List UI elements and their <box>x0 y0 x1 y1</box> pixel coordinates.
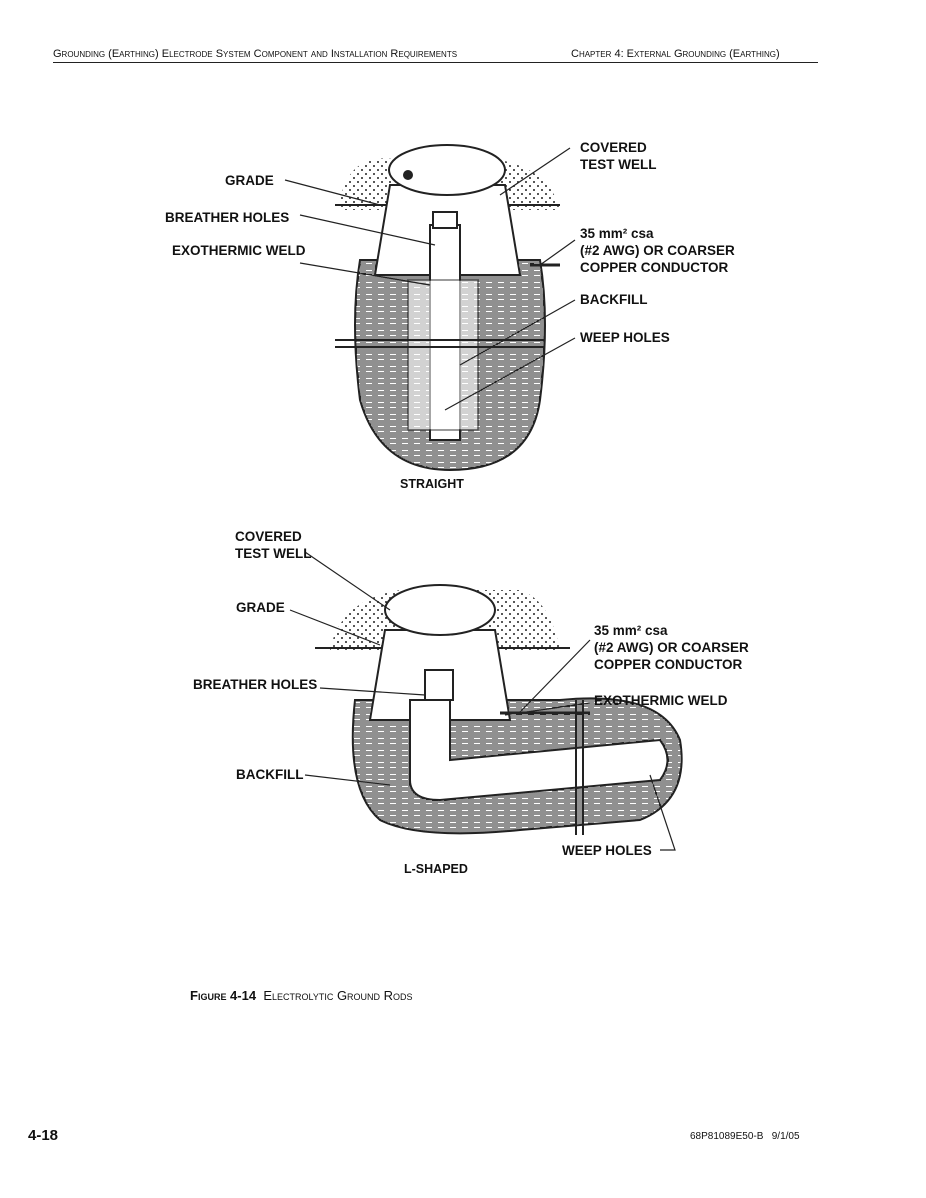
label-breather-holes: BREATHER HOLES <box>165 210 290 225</box>
label-grade: GRADE <box>225 173 274 188</box>
straight-rod-diagram <box>284 144 576 472</box>
label-weep-holes: WEEP HOLES <box>580 330 670 345</box>
label-backfill: BACKFILL <box>580 292 648 307</box>
label-weep-holes-l: WEEP HOLES <box>562 843 652 858</box>
label-backfill-l: BACKFILL <box>236 767 304 782</box>
label-grade-l: GRADE <box>236 600 285 615</box>
label-l-shaped: L-SHAPED <box>404 862 468 876</box>
label-straight: STRAIGHT <box>400 477 464 491</box>
figure-caption: Figure 4-14 Electrolytic Ground Rods <box>190 988 413 1003</box>
label-breather-holes-l: BREATHER HOLES <box>193 677 318 692</box>
l-shaped-rod-diagram <box>289 551 683 851</box>
label-exothermic-weld: EXOTHERMIC WELD <box>172 243 306 258</box>
header-left: Grounding (Earthing) Electrode System Co… <box>53 48 458 60</box>
document-number: 68P81089E50-B 9/1/05 <box>690 1131 800 1142</box>
page-number: 4-18 <box>28 1127 59 1144</box>
header-rule <box>53 62 818 63</box>
header-right: Chapter 4: External Grounding (Earthing) <box>571 48 780 60</box>
label-exothermic-weld-l: EXOTHERMIC WELD <box>594 693 728 708</box>
